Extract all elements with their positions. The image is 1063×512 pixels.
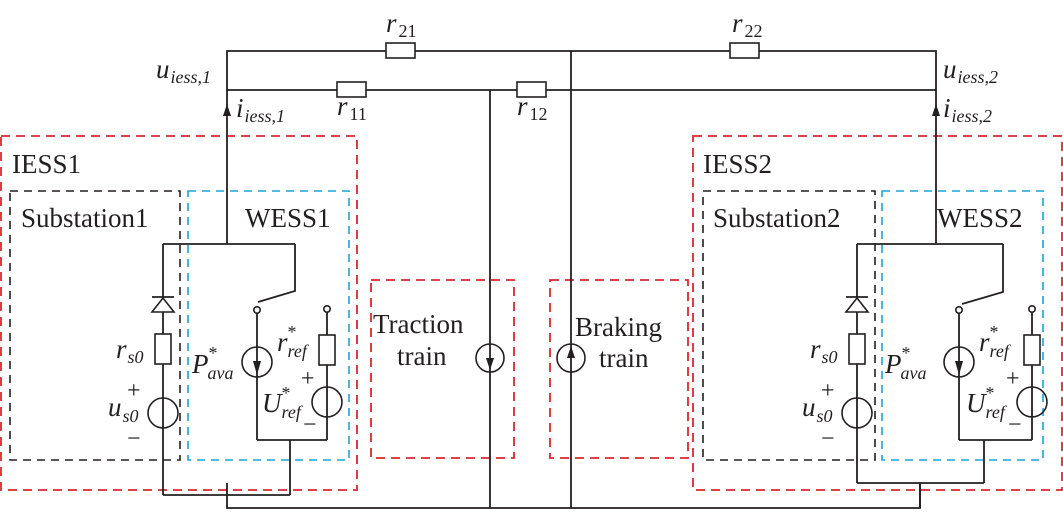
label-plus-us0-1: +	[127, 378, 141, 404]
braking-current-source-icon	[556, 343, 586, 373]
label-i-iess1: iiess,1	[236, 93, 285, 126]
current-source-pava-1-icon	[241, 346, 273, 378]
top-feeder-line	[226, 50, 937, 244]
label-rs0-2: rs0	[810, 334, 838, 367]
current-arrow-iess2-icon	[932, 104, 940, 116]
label-rref-1: r*ref	[277, 322, 310, 361]
voltage-source-uref-1-icon	[311, 386, 343, 418]
label-uref-2: U*ref	[966, 383, 1008, 422]
label-minus-us0-2: −	[821, 426, 835, 452]
label-i-iess2: iiess,2	[943, 93, 992, 126]
iess2-box	[692, 135, 1063, 491]
wess1-box	[187, 190, 350, 461]
resistor-r21	[385, 42, 416, 59]
return-rail-line	[226, 483, 921, 509]
braking-train-box	[549, 279, 689, 459]
label-braking-2: train	[599, 343, 649, 373]
label-u-iess2: uiess,2	[943, 54, 998, 87]
label-pava-2: P*ava	[884, 343, 927, 383]
label-us0-2: us0	[802, 392, 833, 426]
ref-contact-1-icon	[322, 304, 331, 313]
iess1-box	[0, 135, 358, 491]
traction-train-box	[370, 279, 515, 459]
substation2-box	[702, 190, 876, 461]
voltage-source-uref-2-icon	[1016, 386, 1048, 418]
label-iess1: IESS1	[12, 149, 81, 179]
traction-arrow-down-icon	[486, 358, 494, 370]
resistor-rs0-1	[154, 333, 172, 365]
resistor-rs0-2	[848, 333, 866, 365]
switch-contact-1-icon	[253, 305, 262, 314]
label-plus-uref-1: +	[301, 366, 315, 392]
voltage-source-us0-2-icon	[841, 397, 873, 429]
label-minus-uref-1: −	[303, 412, 317, 438]
resistor-r11	[336, 81, 367, 98]
diode-icon	[844, 296, 870, 313]
label-uref-1: U*ref	[262, 383, 304, 422]
label-traction-2: train	[397, 341, 447, 371]
substation1-box	[9, 190, 181, 461]
wess2-box	[881, 190, 1044, 461]
label-u-iess1: uiess,1	[156, 54, 211, 87]
resistor-rref-1	[318, 334, 336, 366]
resistor-rref-2	[1023, 334, 1041, 366]
label-minus-us0-1: −	[127, 426, 141, 452]
current-arrow-iess1-icon	[223, 104, 231, 116]
diode-icon	[150, 296, 176, 313]
current-source-pava-2-icon	[943, 346, 975, 378]
braking-arrow-up-icon	[567, 346, 575, 358]
label-traction-1: Traction	[373, 309, 464, 339]
label-wess2: WESS2	[937, 203, 1023, 233]
label-us0-1: us0	[108, 392, 139, 426]
iess1-circuit	[147, 243, 343, 496]
iess2-circuit	[841, 243, 1048, 508]
label-iess2: IESS2	[703, 149, 772, 179]
resistor-r12	[516, 81, 547, 98]
label-substation2: Substation2	[713, 203, 841, 233]
traction-current-source-icon	[475, 343, 505, 373]
label-pava-1: P*ava	[191, 343, 234, 383]
resistor-r22	[729, 42, 760, 59]
label-plus-uref-2: +	[1006, 366, 1020, 392]
switch-contact-2-icon	[954, 305, 963, 314]
label-wess1: WESS1	[245, 203, 331, 233]
voltage-source-us0-1-icon	[147, 397, 179, 429]
ref-contact-2-icon	[1028, 304, 1037, 313]
label-substation1: Substation1	[21, 203, 149, 233]
label-minus-uref-2: −	[1008, 412, 1022, 438]
label-plus-us0-2: +	[821, 378, 835, 404]
label-rref-2: r*ref	[979, 322, 1012, 361]
label-rs0-1: rs0	[116, 334, 144, 367]
label-braking-1: Braking	[575, 312, 662, 342]
